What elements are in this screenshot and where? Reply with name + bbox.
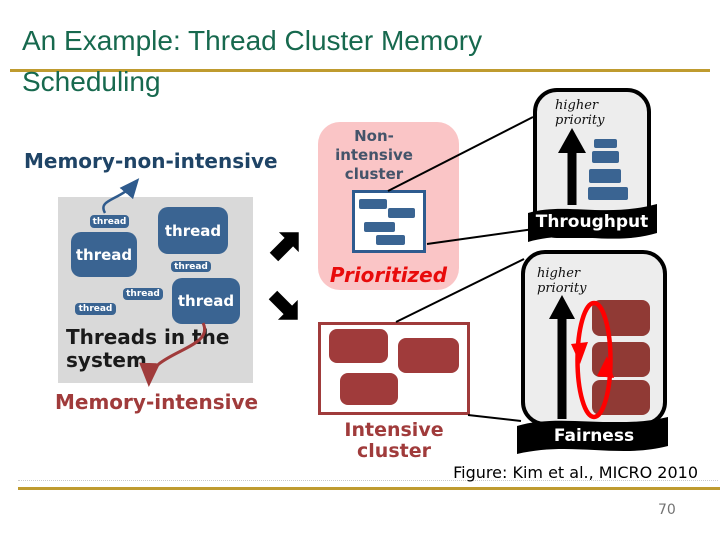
prioritized-label: Prioritized	[329, 263, 448, 287]
throughput-label: Throughput	[535, 212, 649, 232]
fairness-panel: higher priority	[521, 250, 667, 426]
memory-intensive-label: Memory-intensive	[55, 390, 259, 414]
figure-caption: Figure: Kim et al., MICRO 2010	[453, 463, 698, 482]
priority-bar	[588, 187, 628, 200]
footer-underline	[18, 487, 720, 490]
intensive-priority-block	[592, 342, 650, 377]
thread-bar	[376, 235, 405, 245]
intensive-label-line: Intensive	[344, 419, 444, 441]
intensive-thread-block	[329, 329, 388, 363]
thread-box: thread	[123, 288, 163, 300]
memory-non-intensive-label: Memory-non-intensive	[24, 149, 278, 173]
intensive-cluster-box	[318, 322, 470, 415]
block-arrow-se-icon	[268, 290, 298, 320]
thread-box: thread	[90, 215, 129, 228]
callout-line	[467, 414, 522, 422]
non-intensive-cluster-title: Non- intensive cluster	[318, 127, 430, 184]
thread-box: thread	[172, 278, 240, 324]
threads-system-box: thread thread thread thread thread threa…	[58, 197, 253, 383]
higher-priority-note: higher priority	[537, 266, 587, 296]
intensive-cluster-label: Intensive cluster	[318, 420, 470, 462]
priority-bar	[594, 139, 617, 148]
intensive-label-line: cluster	[357, 440, 431, 462]
cluster-title-line: cluster	[344, 165, 404, 183]
title-line-2: Scheduling	[22, 66, 161, 97]
thread-bar	[364, 222, 395, 232]
fairness-label: Fairness	[553, 426, 635, 446]
intensive-priority-block	[592, 380, 650, 415]
non-intensive-cluster-box: Non- intensive cluster Prioritized	[318, 122, 459, 290]
non-intensive-queue-box	[352, 190, 426, 253]
block-arrow-ne-icon	[269, 232, 299, 262]
thread-bar	[359, 199, 387, 209]
priority-bar	[589, 169, 621, 183]
threads-system-caption: Threads in the system	[66, 325, 230, 372]
thread-box: thread	[171, 261, 211, 272]
cluster-title-line: intensive	[335, 146, 413, 164]
title-underline	[10, 69, 710, 72]
slide-title: An Example: Thread Cluster Memory Schedu…	[22, 20, 482, 102]
higher-priority-note: higher priority	[555, 98, 605, 128]
cluster-title-line: Non-	[354, 127, 394, 145]
intensive-thread-block	[340, 373, 398, 405]
thread-box: thread	[75, 303, 116, 315]
intensive-priority-block	[592, 300, 650, 336]
page-number: 70	[658, 502, 676, 518]
intensive-thread-block	[398, 338, 459, 373]
thread-box: thread	[71, 232, 137, 277]
priority-bar	[592, 151, 619, 163]
thread-bar	[388, 208, 415, 218]
thread-box: thread	[158, 207, 228, 254]
title-line-1: An Example: Thread Cluster Memory	[22, 25, 483, 56]
footer-dotted-line	[18, 480, 718, 481]
